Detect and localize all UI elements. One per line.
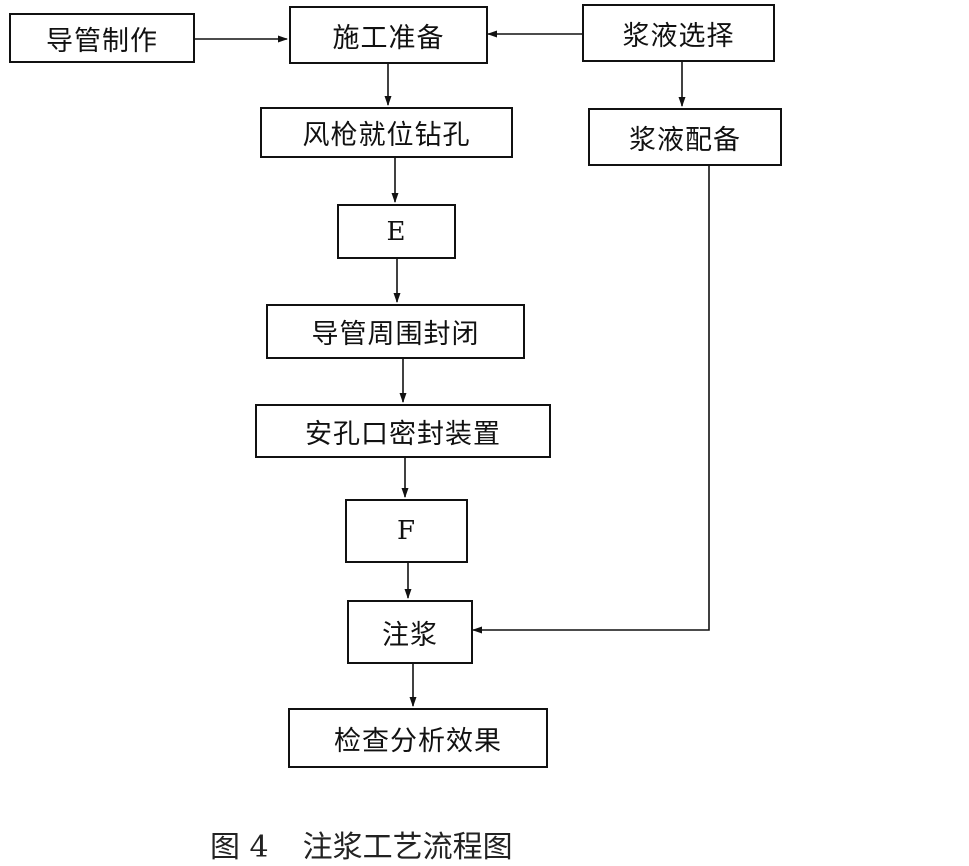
node-label: 安孔口密封装置 [305, 418, 501, 450]
node-label: 检查分析效果 [334, 725, 502, 757]
node-grout-mixing: 浆液配备 [588, 108, 782, 166]
node-label: 导管周围封闭 [311, 319, 480, 350]
node-label: 浆液选择 [622, 20, 735, 52]
node-label: F [396, 516, 417, 546]
node-step-e: E [337, 204, 456, 259]
figure-title: 注浆工艺流程图 [302, 830, 513, 865]
node-hole-seal-device: 安孔口密封装置 [255, 404, 551, 458]
node-label: 浆液配备 [629, 124, 741, 156]
figure-caption: 图 4 注浆工艺流程图 [210, 822, 513, 866]
node-conduit-sealing: 导管周围封闭 [266, 304, 525, 359]
node-grout-selection: 浆液选择 [582, 4, 775, 62]
node-grouting: 注浆 [347, 600, 473, 664]
node-label: 风枪就位钻孔 [302, 120, 471, 151]
figure-number: 图 4 [210, 830, 269, 865]
node-step-f: F [345, 499, 468, 563]
node-label: 注浆 [382, 619, 438, 651]
node-label: E [386, 216, 407, 247]
arrow-mixing-to-grouting [472, 166, 710, 634]
node-construction-prep: 施工准备 [289, 6, 488, 64]
node-conduit-making: 导管制作 [9, 13, 195, 63]
node-drill-position: 风枪就位钻孔 [260, 107, 513, 158]
node-label: 导管制作 [46, 25, 158, 57]
node-check-analysis: 检查分析效果 [288, 708, 548, 768]
node-label: 施工准备 [332, 22, 445, 54]
